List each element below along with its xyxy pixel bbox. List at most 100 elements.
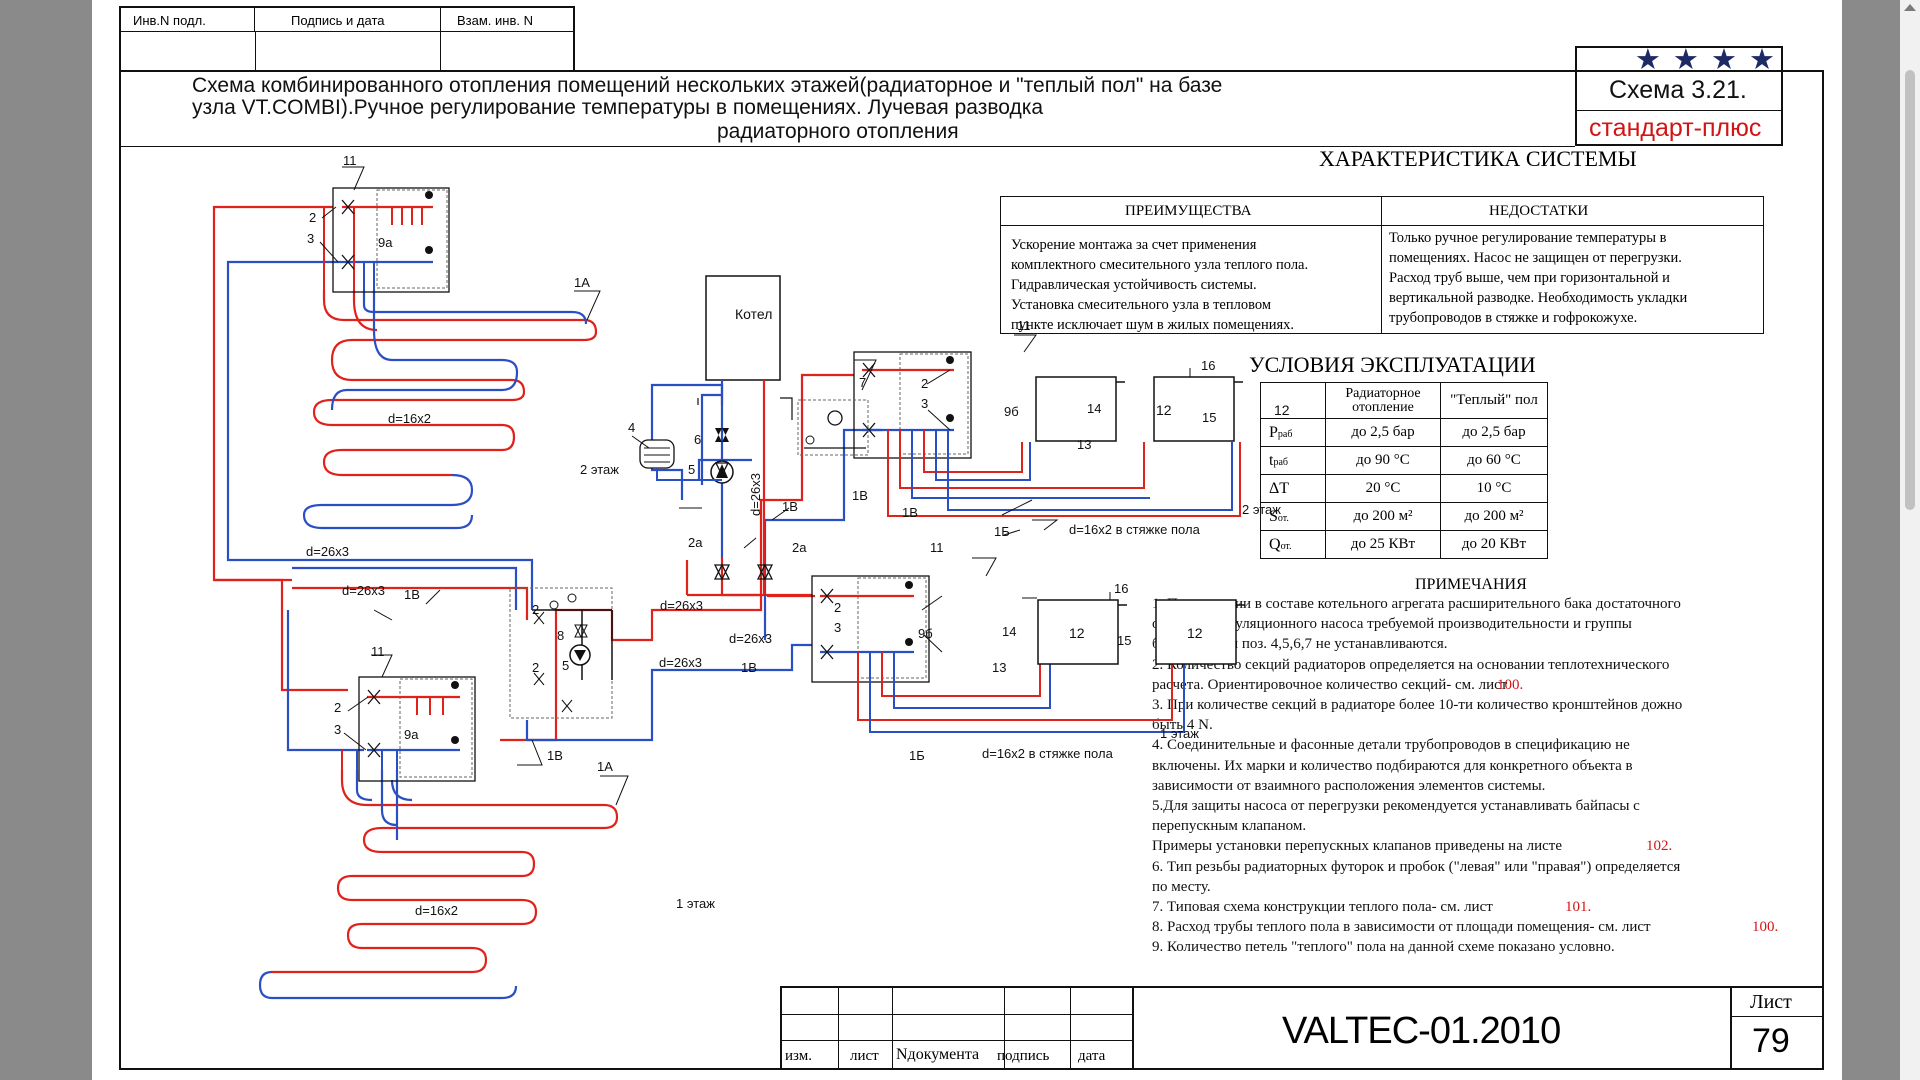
valve-label-6: 6: [694, 432, 701, 447]
line-1v-a: 1В: [782, 499, 798, 514]
disadvantage-line: Только ручное регулирование температуры …: [1389, 230, 1667, 246]
heating-scheme-diagram: Котел 2 этаж 1 этаж 2 этаж 1 этаж d=16x2…: [212, 153, 1290, 1000]
note-line: включены. Их марки и количество подбираю…: [1152, 757, 1633, 774]
disadvantage-line: помещениях. Насос не защищен от перегруз…: [1389, 250, 1682, 266]
note-line: 1. При наличии в составе котельного агре…: [1152, 596, 1681, 612]
cond-param: P: [1269, 423, 1278, 441]
stamp-inv-podl: Инв.N подл.: [133, 13, 206, 28]
leader-lines: [319, 166, 1191, 806]
valve-2a-left: 2а: [688, 535, 703, 550]
m2-label-9a: 9а: [404, 727, 419, 742]
stamp-ndoc: Nдокумента: [896, 1046, 980, 1063]
stamp-izm: изм.: [785, 1048, 812, 1064]
disadvantage-line: трубопроводов в стяжке и гофрокожухе.: [1389, 310, 1638, 326]
manifold-9b-top: [853, 351, 1241, 517]
note-sheet-reference[interactable]: 100.: [1497, 676, 1524, 693]
floor-1-label: 1 этаж: [676, 896, 715, 911]
cond-value-radiator: до 2,5 бар: [1325, 418, 1441, 447]
note-line: 3. При количестве секций в радиаторе бол…: [1152, 697, 1683, 713]
branch-valves: [714, 462, 730, 477]
radiator-1-label: 12: [1156, 402, 1172, 418]
cond-param-sub: раб: [1273, 456, 1288, 468]
cond-param: S: [1269, 507, 1278, 525]
cond-param: ΔT: [1269, 479, 1290, 497]
line-1v-f: 1В: [547, 748, 563, 763]
floor-loop-2-red: [312, 290, 598, 477]
pump-label-5: 5: [688, 462, 695, 477]
stamp-list: лист: [850, 1048, 879, 1064]
m1-label-11: 11: [343, 153, 357, 168]
disadvantages-header: НЕДОСТАТКИ: [1489, 203, 1589, 219]
m3-label-11: 11: [1017, 318, 1031, 333]
m3-label-3: 3: [921, 396, 928, 411]
document-code: VALTEC-01.2010: [1282, 1010, 1561, 1052]
note-line: 2. Количество секций радиаторов определя…: [1152, 656, 1670, 673]
note-sheet-reference[interactable]: 100.: [1752, 919, 1779, 936]
m1-label-3: 3: [307, 231, 314, 246]
note-sheet-reference[interactable]: 101.: [1565, 899, 1592, 915]
floor-loop-1-blue: [258, 770, 518, 1000]
advantages-header: ПРЕИМУЩЕСТВА: [1125, 203, 1252, 219]
m2-label-11: 11: [371, 644, 385, 659]
cond-param-sub: раб: [1277, 428, 1293, 440]
stamp-data: дата: [1078, 1048, 1106, 1064]
pipe-d16-bottom: d=16x2: [415, 903, 458, 918]
safety-group-label-7: 7: [859, 375, 866, 390]
scheme-level: стандарт-плюс: [1589, 114, 1762, 142]
pipe-d26-a: d=26x3: [306, 544, 349, 559]
pipe-screed-bottom: d=16x2 в стяжке пола: [982, 746, 1114, 761]
characteristics-table: ПРЕИМУЩЕСТВА НЕДОСТАТКИ Ускорение монтаж…: [1000, 196, 1764, 334]
sheet-number: 79: [1752, 1022, 1790, 1060]
scroll-thumb[interactable]: [1905, 70, 1915, 510]
scroll-up-arrow-icon[interactable]: [1904, 4, 1916, 11]
advantage-line: комплектного смесительного узла теплого …: [1011, 257, 1309, 273]
pump-label-5b: 5: [562, 658, 569, 673]
label-13b: 13: [992, 660, 1006, 675]
line-1b-bottom: 1Б: [909, 748, 925, 763]
conditions-heading: УСЛОВИЯ ЭКСПЛУАТАЦИИ: [1249, 352, 1536, 377]
pipe-d26-d: d=26x3: [729, 631, 772, 646]
line-1v-c: 1В: [902, 505, 918, 520]
cond-value-radiator: до 200 м²: [1325, 502, 1441, 531]
radiator-2-label: 12: [1274, 402, 1290, 418]
label-16b: 16: [1114, 581, 1128, 596]
line-1b-top: 1Б: [994, 524, 1010, 539]
stamp-bottom: изм. лист Nдокумента подпись дата VALTEC…: [780, 986, 1824, 1070]
cond-value-radiator: до 25 КВт: [1325, 530, 1441, 559]
line-1v-d: 1В: [404, 587, 420, 602]
note-line: перепускным клапаном.: [1152, 818, 1307, 835]
note-line: 6. Тип резьбы радиаторных футорок и проб…: [1152, 858, 1681, 875]
vertical-scrollbar[interactable]: [1900, 0, 1920, 1080]
boiler-label: Котел: [735, 306, 772, 322]
floor-loop-2-blue: [302, 290, 588, 530]
boiler-group: [639, 275, 869, 595]
cond-value-radiator: 20 °С: [1325, 474, 1441, 503]
note-line: расчета. Ориентировочное количество секц…: [1152, 676, 1508, 693]
scheme-number: Схема 3.21.: [1609, 76, 1747, 104]
note-line: 5.Для защиты насоса от перегрузки рекоме…: [1152, 798, 1640, 814]
radiator-3-label: 12: [1069, 625, 1085, 641]
label-13a: 13: [1077, 437, 1091, 452]
note-line: по месту.: [1152, 878, 1211, 895]
m1-label-2: 2: [309, 210, 316, 225]
floor-2-right-label: 2 этаж: [1242, 502, 1281, 517]
scheme-badge: ★ ★ ★ ★ Схема 3.21. стандарт-плюс: [1575, 44, 1783, 146]
scheme-title-line1: Схема комбинированного отопления помещен…: [192, 74, 1223, 97]
notes-heading: ПРИМЕЧАНИЯ: [1415, 576, 1527, 593]
m4-label-9b: 9б: [918, 626, 933, 641]
mixing-unit-8: [509, 587, 613, 719]
tank-label-4: 4: [628, 420, 635, 435]
m4-label-2: 2: [834, 600, 841, 615]
characteristics-heading: ХАРАКТЕРИСТИКА СИСТЕМЫ: [1319, 146, 1637, 171]
mixing-label-8: 8: [557, 628, 564, 643]
cond-param: Q: [1269, 535, 1281, 553]
disadvantage-line: вертикальной разводке. Необходимость укл…: [1389, 290, 1688, 306]
notes-list: 1. При наличии в составе котельного агре…: [1152, 596, 1832, 966]
pipe-d26-b: d=26x3: [342, 583, 385, 598]
m4-label-11: 11: [930, 540, 944, 555]
note-sheet-reference[interactable]: 102.: [1646, 838, 1673, 855]
